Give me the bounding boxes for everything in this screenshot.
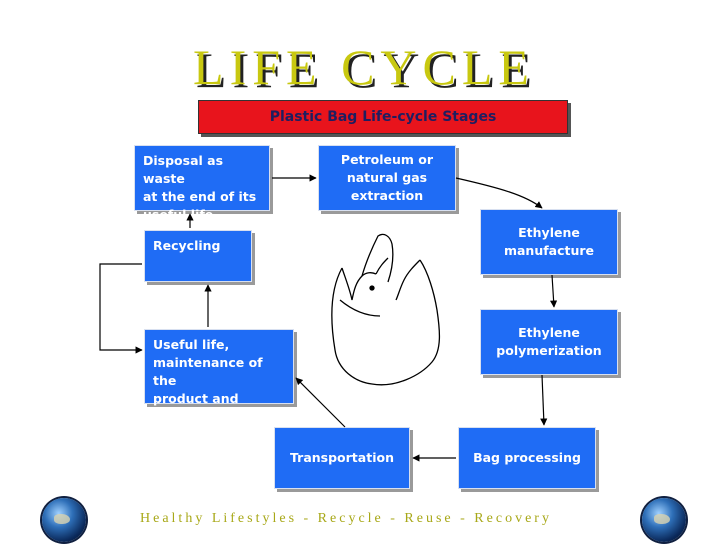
diagram-banner: Plastic Bag Life-cycle Stages: [198, 100, 568, 134]
globe-icon: [42, 498, 86, 542]
arrow-recycling-loop: [99, 263, 143, 354]
stage-recycling: Recycling: [144, 230, 252, 282]
arrow-polymerization-to-bag: [540, 374, 548, 426]
arrow-ethylene-to-polymerization: [550, 274, 558, 308]
arrow-petroleum-to-ethylene: [455, 177, 543, 209]
slide-title: LIFE CYCLE: [193, 39, 535, 95]
arrow-transportation-to-useful-life: [295, 377, 346, 428]
stage-ethylene-manufacture: Ethylene manufacture: [480, 209, 618, 275]
globe-icon: [642, 498, 686, 542]
stage-ethylene-polymerization: Ethylene polymerization: [480, 309, 618, 375]
banner-label: Plastic Bag Life-cycle Stages: [269, 109, 497, 125]
footer-slogan: Healthy Lifestyles - Recycle - Reuse - R…: [140, 511, 552, 526]
stage-bag-processing: Bag processing: [458, 427, 596, 489]
stage-useful-life: Useful life, maintenance of the product …: [144, 329, 294, 424]
stage-petroleum: Petroleum or natural gas extraction: [318, 145, 456, 211]
stage-disposal: Disposal as waste at the end of its usef…: [134, 145, 270, 222]
stage-transportation: Transportation: [274, 427, 410, 489]
